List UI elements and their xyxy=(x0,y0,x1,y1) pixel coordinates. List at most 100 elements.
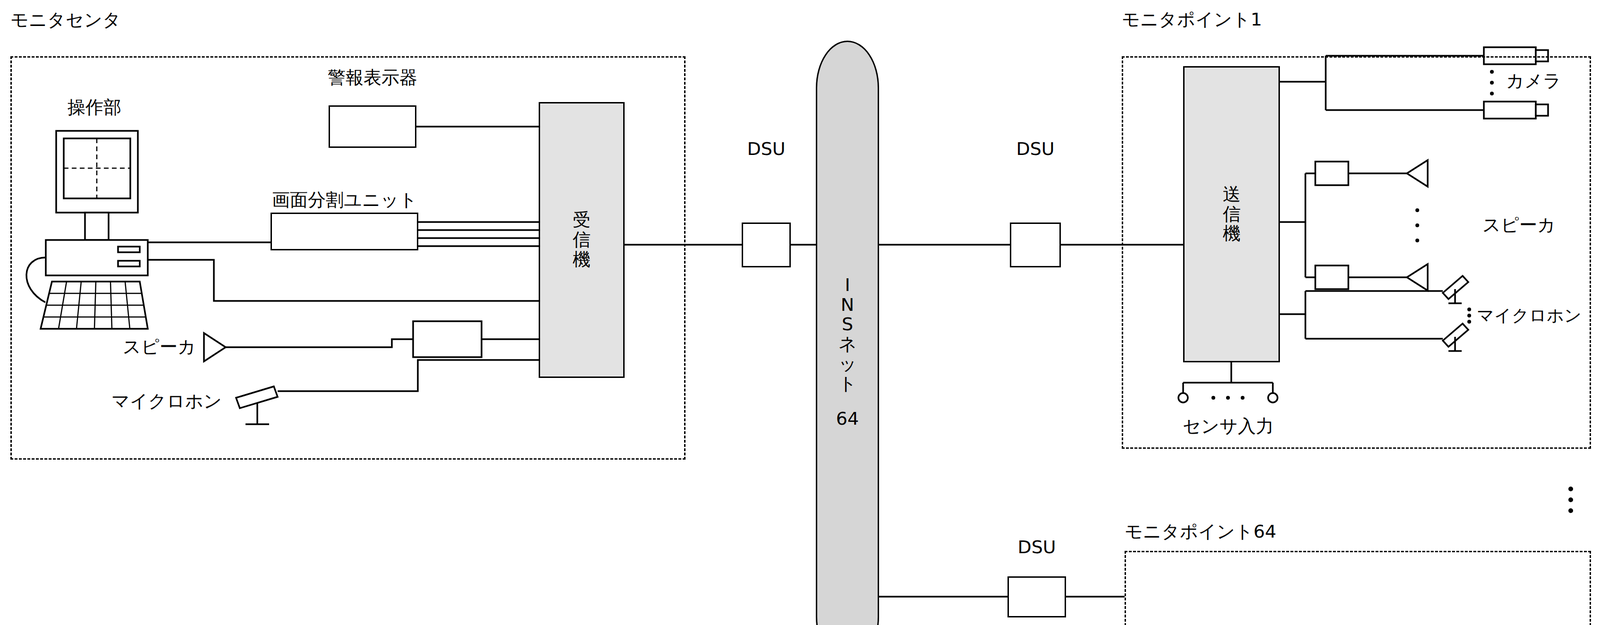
dsu-box: DSU xyxy=(1007,575,1067,618)
speaker-symbol xyxy=(1406,160,1428,187)
screen-splitter-box: 画面分割ユニット xyxy=(270,212,419,251)
connector-line xyxy=(790,243,816,246)
connector-line xyxy=(624,243,742,246)
ellipsis-dot xyxy=(1415,223,1420,228)
camera-lens xyxy=(1535,50,1549,62)
box-heading: 警報表示器 xyxy=(327,67,418,89)
ellipsis-dot xyxy=(1415,238,1420,243)
box-label: 64 xyxy=(836,407,859,430)
wire xyxy=(1304,173,1307,278)
microphone-stand xyxy=(1448,349,1462,352)
wire xyxy=(1304,290,1307,339)
ellipsis-dot xyxy=(1467,319,1472,324)
ellipsis-dot xyxy=(1489,91,1494,96)
ellipsis-dot xyxy=(1489,80,1494,85)
speaker-symbol xyxy=(203,332,226,362)
box-label: 送信機 xyxy=(1222,184,1241,244)
keyboard-key-line xyxy=(125,281,130,329)
keyboard xyxy=(40,281,148,329)
microphone-stand xyxy=(1454,288,1457,304)
signal-line xyxy=(418,237,539,239)
receiver-box: 受信機 xyxy=(538,101,625,378)
wire xyxy=(1279,80,1326,83)
sensor-terminal xyxy=(1268,392,1278,403)
connector-line xyxy=(416,125,539,128)
ellipsis-dot xyxy=(1489,69,1494,74)
amplifier-box xyxy=(1315,161,1349,186)
microphone-stand xyxy=(245,423,270,425)
ellipsis-dot xyxy=(1240,395,1245,400)
wire xyxy=(1305,337,1443,340)
wire xyxy=(1324,55,1327,111)
monitor-stand xyxy=(84,212,109,240)
wire xyxy=(225,338,414,348)
monitor xyxy=(56,130,138,213)
box-heading: DSU xyxy=(746,138,786,161)
box-heading: 画面分割ユニット xyxy=(271,189,418,212)
connector-line xyxy=(418,220,539,223)
drive-slot xyxy=(118,246,140,253)
sensor-terminal xyxy=(1178,392,1188,403)
cpu-unit xyxy=(45,239,148,276)
connector-line xyxy=(147,259,539,301)
ellipsis-dot xyxy=(1211,395,1216,400)
network-band: INSネット 64 xyxy=(815,40,880,625)
keyboard-keys xyxy=(43,281,146,329)
monitor-point-area: モニタポイント1送信機 xyxy=(1121,56,1592,449)
wire xyxy=(1305,172,1316,175)
box-heading: モニタポイント64 xyxy=(1124,520,1277,543)
wire xyxy=(1183,381,1273,384)
screen-split xyxy=(63,167,131,170)
keyboard-key-line xyxy=(94,281,96,329)
part-label: カメラ xyxy=(1506,70,1562,93)
camera-symbol xyxy=(1483,101,1536,119)
microphone-stand xyxy=(1448,302,1462,305)
box-label: 受信機 xyxy=(572,210,591,270)
wire xyxy=(1305,289,1443,292)
box-label: 操作部 xyxy=(67,96,122,119)
alarm-display-box: 警報表示器 xyxy=(328,105,417,148)
wire xyxy=(1182,382,1185,393)
keyboard-cable xyxy=(26,257,46,303)
signal-line xyxy=(418,228,539,231)
microphone-stand xyxy=(256,402,259,424)
box-heading: モニタセンタ xyxy=(10,9,121,32)
monitor-point-area: モニタポイント64 xyxy=(1124,550,1592,625)
wire xyxy=(1230,362,1233,383)
dsu-box: DSU xyxy=(741,222,791,268)
box-heading: DSU xyxy=(1015,138,1055,161)
drive-slot xyxy=(118,260,140,267)
wire xyxy=(1325,109,1484,111)
part-label: スピーカ xyxy=(122,336,196,358)
box-heading: モニタポイント1 xyxy=(1121,8,1262,31)
part-label: マイクロホン xyxy=(1476,304,1582,326)
screen xyxy=(63,138,131,199)
connector-line xyxy=(879,595,1008,598)
transmitter-box: 送信機 xyxy=(1183,66,1280,363)
box-heading: DSU xyxy=(1017,536,1056,559)
connector-line xyxy=(1066,595,1125,598)
ellipsis-dot xyxy=(1467,307,1472,312)
wire xyxy=(1348,276,1407,279)
ellipsis-dot xyxy=(1568,486,1574,492)
camera-symbol xyxy=(1483,47,1536,65)
wire xyxy=(277,359,539,391)
operation-console: 操作部 xyxy=(40,96,148,333)
box-label: INSネット xyxy=(838,275,857,394)
part-label: センサ入力 xyxy=(1182,415,1274,438)
signal-line xyxy=(418,245,539,247)
ellipsis-dot xyxy=(1415,208,1420,212)
ellipsis-dot xyxy=(1568,497,1574,502)
camera-lens xyxy=(1535,104,1549,116)
microphone-stand xyxy=(1454,336,1457,351)
amplifier-box xyxy=(1315,265,1349,289)
speaker-symbol xyxy=(1406,263,1428,291)
part-label: マイクロホン xyxy=(111,390,222,413)
keyboard-key-line xyxy=(110,281,112,329)
wire xyxy=(1271,382,1274,393)
ellipsis-dot xyxy=(1467,313,1472,318)
part-label: スピーカ xyxy=(1482,214,1556,237)
amplifier-box xyxy=(413,321,482,357)
